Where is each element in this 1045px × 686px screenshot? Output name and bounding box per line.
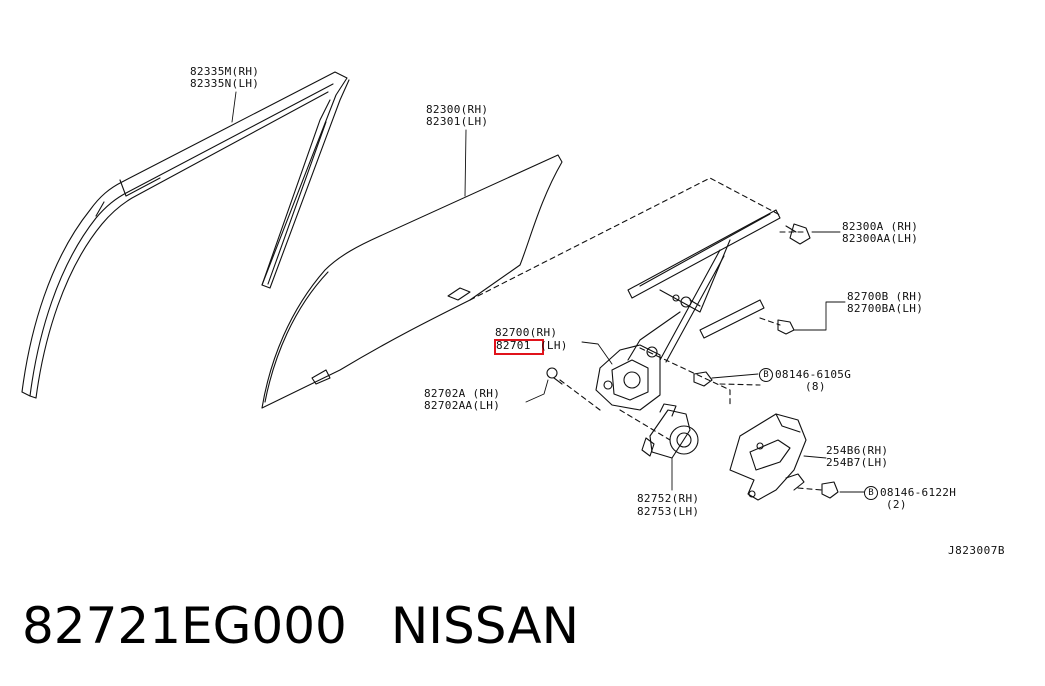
label-regulator-rh: 82700(RH) [495, 326, 558, 339]
label-glass-lh: 82301(LH) [426, 115, 489, 128]
door-glass [261, 154, 563, 409]
part-number: 82721EG000 [22, 597, 347, 655]
brand-name: NISSAN [390, 597, 580, 655]
highlight-box [494, 339, 544, 355]
label-bolt-b-part: 08146-6122H [880, 486, 957, 499]
dashed-guides [469, 177, 823, 491]
label-lock-rh: 254B6(RH) [826, 444, 889, 457]
bolt-b-badge-icon-2: B [864, 486, 878, 500]
label-motor-lh: 82753(LH) [637, 505, 700, 518]
diagram-code: J823007B [948, 544, 1005, 557]
label-regulator-bolt-rh: 82700B (RH) [847, 290, 924, 303]
label-lock-lh: 254B7(LH) [826, 456, 889, 469]
label-motor-rh: 82752(RH) [637, 492, 700, 505]
label-bolt-a-qty: (8) [805, 380, 826, 393]
sash-moulding [21, 71, 350, 399]
label-moulding-rh: 82335M(RH) [190, 65, 260, 78]
label-regulator-lh-side: (LH) [540, 339, 568, 352]
bolt-82300A [785, 223, 811, 245]
label-rivet-lh: 82702AA(LH) [424, 399, 501, 412]
bolt-08146-6105G [693, 371, 713, 387]
label-moulding-lh: 82335N(LH) [190, 77, 260, 90]
bolt-b-badge-icon: B [759, 368, 773, 382]
door-lock-actuator [729, 413, 807, 501]
label-rivet-rh: 82702A (RH) [424, 387, 501, 400]
rivet-82702A [546, 367, 563, 385]
leader-lines [231, 91, 865, 493]
regulator-motor [641, 403, 699, 459]
label-glass-rh: 82300(RH) [426, 103, 489, 116]
footer-caption: 82721EG000 NISSAN [22, 596, 579, 656]
bolt-08146-6122H [821, 481, 839, 499]
label-glass-bolt-lh: 82300AA(LH) [842, 232, 919, 245]
label-glass-bolt-rh: 82300A (RH) [842, 220, 919, 233]
label-regulator-bolt-lh: 82700BA(LH) [847, 302, 924, 315]
label-bolt-a-part: 08146-6105G [775, 368, 852, 381]
label-regulator-lh-part: 82701 [496, 339, 531, 352]
bolt-82700B [777, 319, 795, 335]
label-bolt-b-qty: (2) [886, 498, 907, 511]
window-regulator [595, 209, 781, 411]
